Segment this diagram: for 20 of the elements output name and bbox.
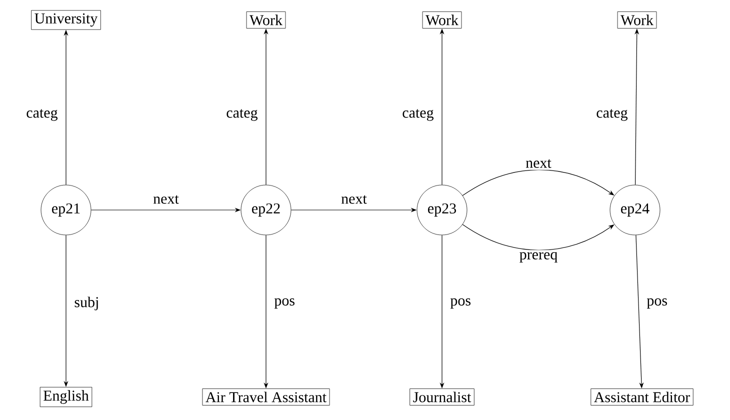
label-box: Journalist bbox=[410, 388, 474, 406]
edge-label: categ bbox=[400, 107, 436, 123]
label-box: University bbox=[31, 10, 101, 30]
edge-label: categ bbox=[594, 107, 630, 123]
edge-label: pos bbox=[272, 296, 298, 311]
edge-label: subj bbox=[72, 294, 102, 312]
edge-label: next bbox=[524, 157, 554, 170]
edge-label: next bbox=[339, 193, 369, 206]
edge-label: categ bbox=[24, 107, 60, 123]
edge-label: pos bbox=[644, 296, 670, 311]
label-box: Work bbox=[246, 11, 286, 29]
edge-label: next bbox=[151, 193, 181, 206]
label-box: English bbox=[40, 386, 92, 408]
label-box: Air Travel Assistant bbox=[202, 388, 330, 406]
label-box: Work bbox=[422, 11, 462, 29]
label-box: Assistant Editor bbox=[590, 388, 694, 406]
edge-label: pos bbox=[448, 296, 474, 311]
edge-label: categ bbox=[224, 107, 260, 123]
edge-label: prereq bbox=[517, 250, 560, 264]
label-box: Work bbox=[617, 11, 657, 29]
